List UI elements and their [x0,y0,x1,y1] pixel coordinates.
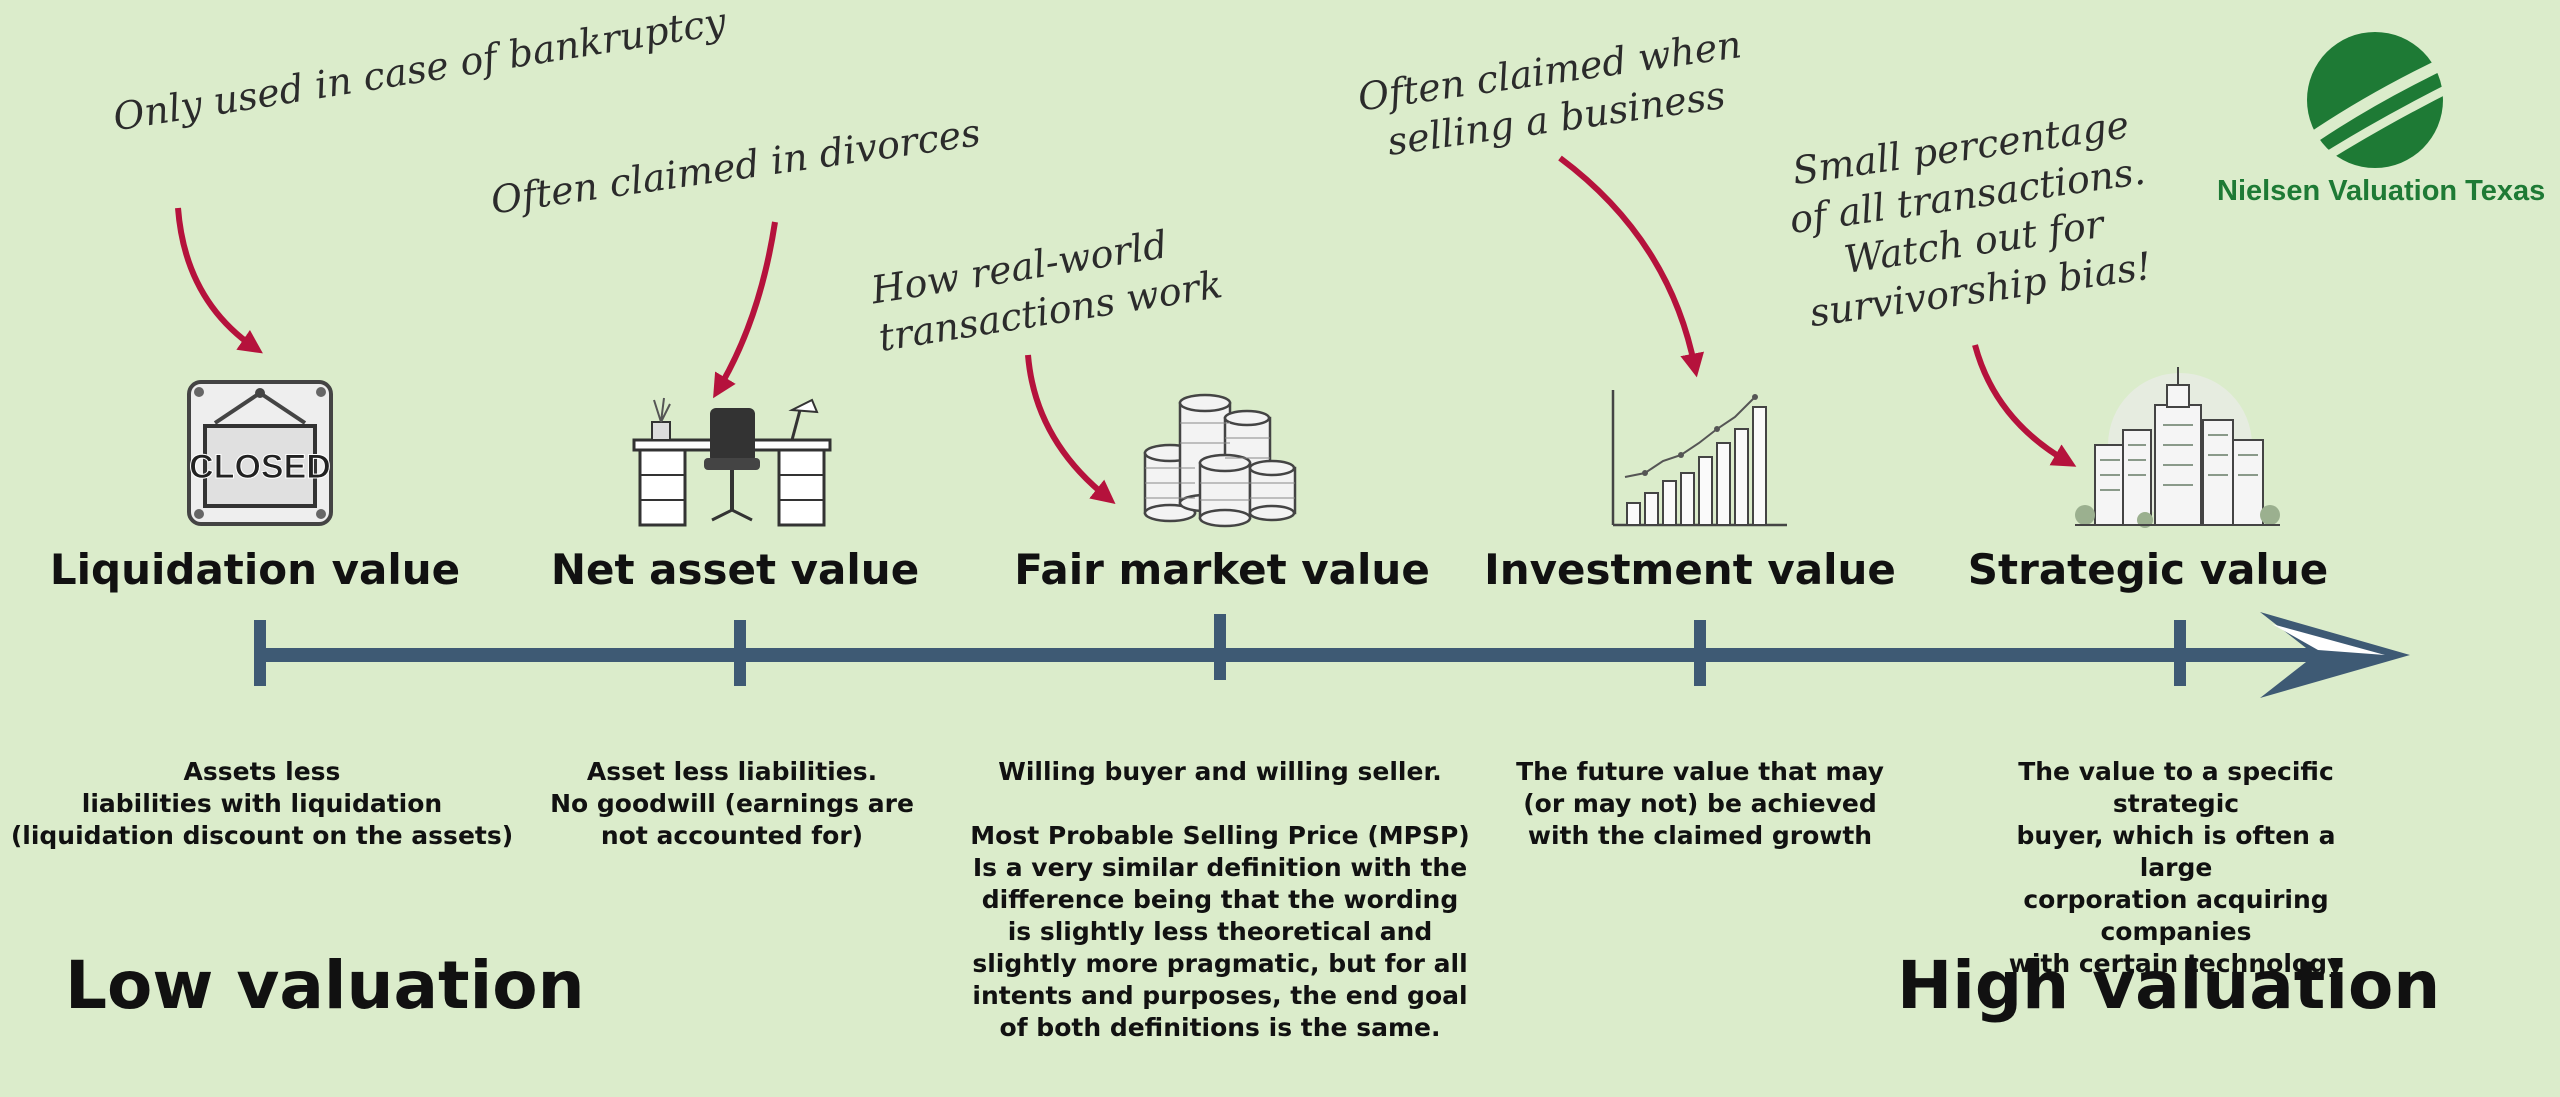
logo-text: Nielsen Valuation Texas [2217,175,2546,207]
stage-title-net-asset: Net asset value [550,545,920,594]
value-axis [254,612,2410,698]
high-valuation-label: High valuation [1897,947,2441,1024]
stage-title-liquidation: Liquidation value [49,545,461,594]
arrow-selling [1558,155,1705,378]
logo: Nielsen Valuation Texas [2160,25,2560,225]
arrow-bankruptcy [175,207,263,354]
stage-description-strategic: The value to a specific strategic buyer,… [2008,757,2344,978]
stage-title-investment: Investment value [1484,545,1896,594]
city-skyline-icon [2075,367,2280,528]
office-desk-icon [632,397,832,527]
coin-stacks-icon [1143,393,1297,528]
arrow-realworld [1025,354,1116,504]
stage-description-net-asset: Asset less liabilities. No goodwill (ear… [550,757,914,850]
stage-description-investment: The future value that may (or may not) b… [1516,757,1884,850]
growth-bar-chart-icon [1611,390,1787,527]
stage-description-liquidation: Assets less liabilities with liquidation… [10,757,514,850]
stage-description-fair-market: Willing buyer and willing seller. Most P… [970,757,1470,1042]
stage-title-fair-market: Fair market value [1014,545,1430,594]
closed-sign-text: CLOSED [189,448,331,486]
arrow-survivorship [1972,344,2077,467]
axis-ticks [254,614,2186,686]
low-valuation-label: Low valuation [65,947,585,1024]
logo-globe-icon [2291,32,2458,174]
closed-sign-icon: CLOSED [187,380,333,526]
stage-title-strategic: Strategic value [1967,545,2329,594]
arrow-divorces [713,221,778,399]
